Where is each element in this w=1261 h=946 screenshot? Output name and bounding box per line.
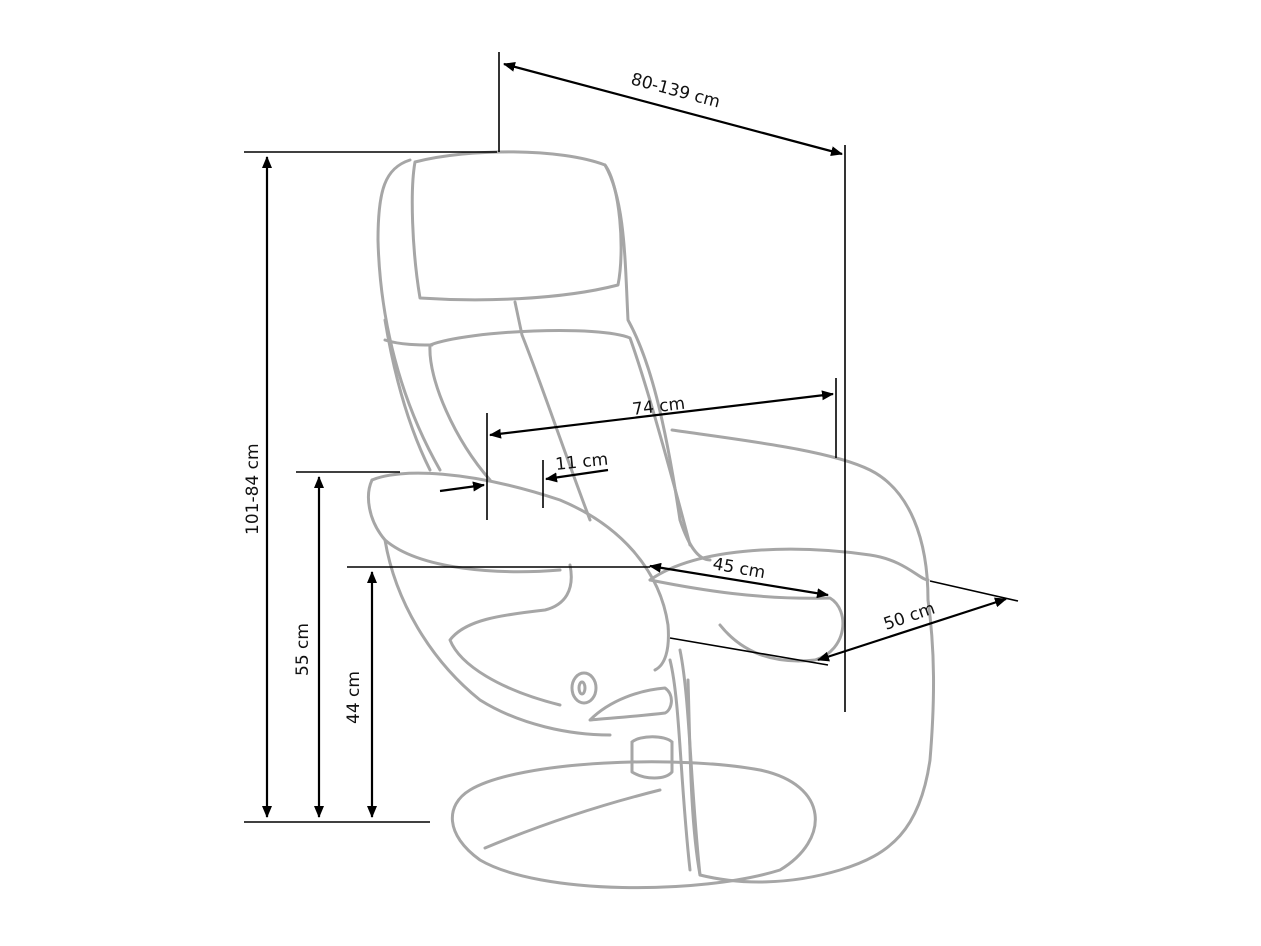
headrest bbox=[410, 150, 623, 302]
swivel-column bbox=[630, 740, 674, 780]
dimension-labels: 80-139 cm 101-84 cm 55 cm 44 cm 74 cm 11… bbox=[243, 70, 938, 724]
dimension-seat-width bbox=[817, 597, 1007, 662]
dimension-lines bbox=[244, 52, 1019, 823]
dimension-seat-depth bbox=[649, 562, 829, 599]
label-depth: 80-139 cm bbox=[629, 70, 723, 113]
dimension-width bbox=[489, 390, 834, 439]
swivel-base bbox=[450, 760, 817, 890]
label-seat-height: 44 cm bbox=[344, 671, 364, 724]
dimension-armrest-width-left bbox=[439, 481, 485, 493]
label-width: 74 cm bbox=[631, 394, 686, 420]
label-armrest-height: 55 cm bbox=[293, 623, 313, 676]
dimension-armrest-width-right bbox=[545, 468, 609, 483]
label-seat-depth: 45 cm bbox=[711, 554, 767, 583]
label-total-height: 101-84 cm bbox=[243, 443, 263, 535]
seat-cushion bbox=[648, 547, 930, 582]
recline-lever bbox=[588, 686, 673, 722]
dimension-depth bbox=[503, 61, 843, 157]
armrest bbox=[370, 471, 670, 672]
chair-outline bbox=[366, 150, 936, 890]
far-armrest bbox=[670, 428, 936, 884]
backrest bbox=[376, 158, 442, 472]
recline-knob bbox=[570, 671, 598, 705]
